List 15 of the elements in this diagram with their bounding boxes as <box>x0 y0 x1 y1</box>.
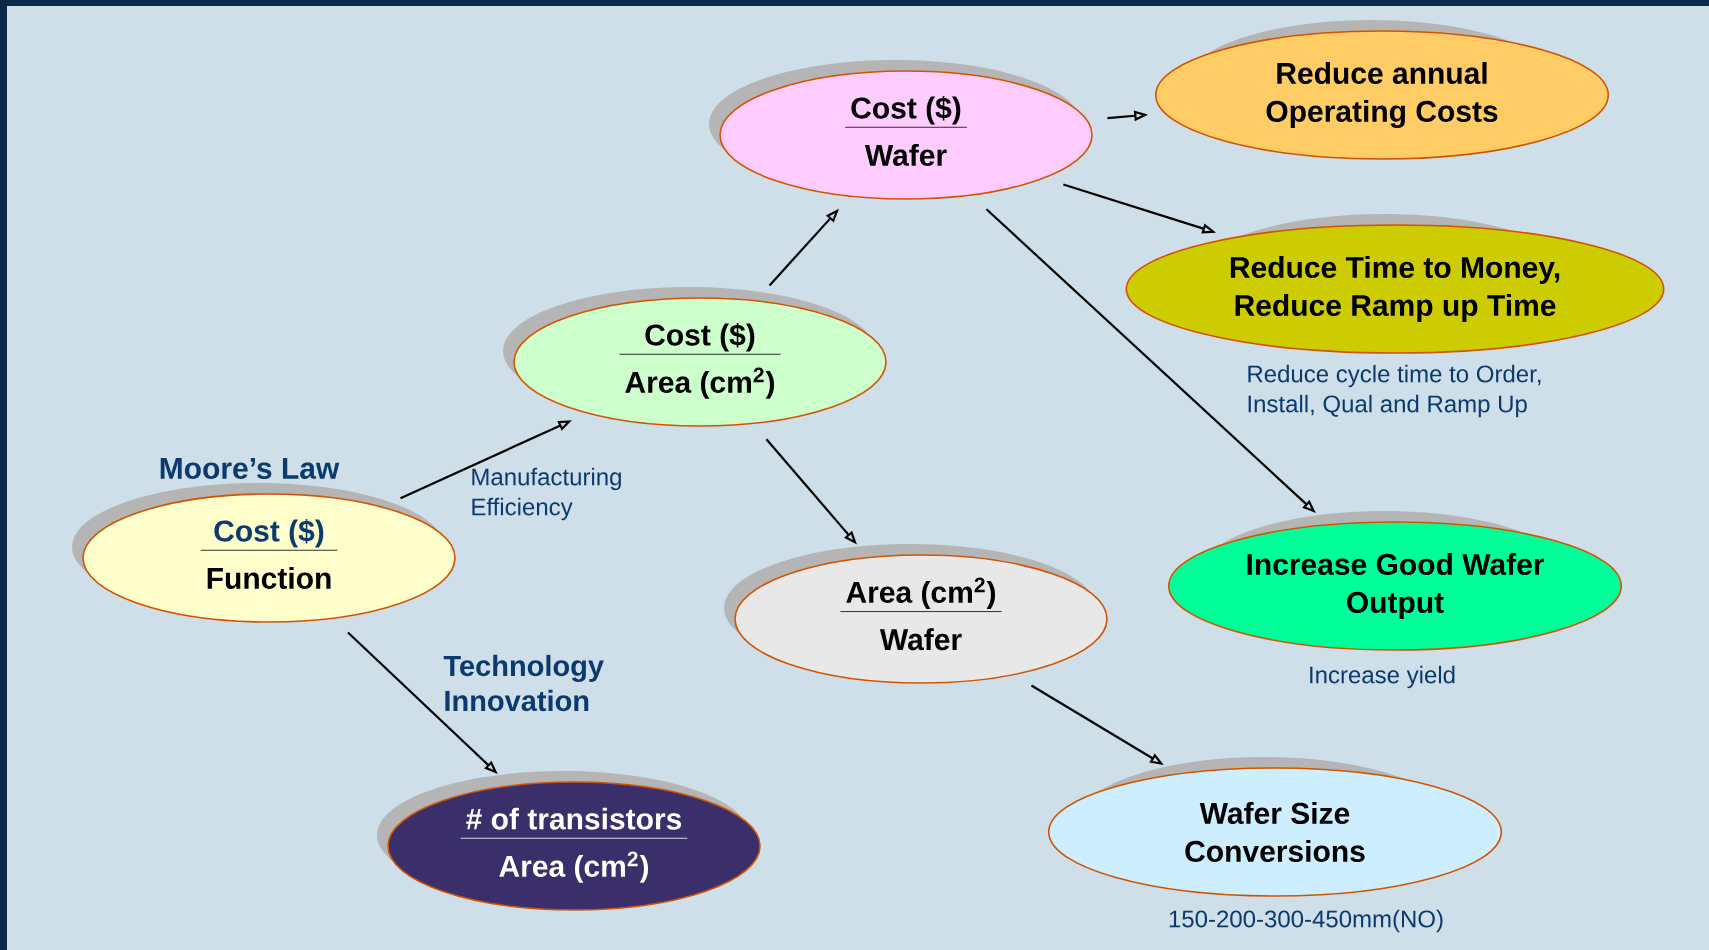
ellipse-node: Reduce annual Operating Costs <box>1154 20 1610 160</box>
edge-label: Technology Innovation <box>443 654 604 712</box>
ellipse-node: Cost ($) Wafer <box>709 60 1093 200</box>
caption-text: 150-200-300-450mm(NO) <box>1169 909 1443 933</box>
ellipse-node: Area (cm$^{2}$) Wafer <box>724 544 1108 684</box>
ellipse-node: Cost ($) Function <box>72 483 456 623</box>
ellipse-node: # of transistors Area (cm$^{2}$) <box>377 771 761 911</box>
caption-text: Increase yield <box>1310 665 1455 689</box>
ellipse-node: Increase Good Wafer Output <box>1167 511 1623 651</box>
ellipse-node: Reduce Time to Money, Reduce Ramp up Time <box>1125 214 1665 354</box>
edge-label: Manufacturing Efficiency <box>472 467 621 521</box>
caption-text: Reduce cycle time to Order, Install, Qual and Ramp Up <box>1248 364 1541 418</box>
ellipse-node: Cost ($) Area (cm$^{2}$) <box>503 287 887 427</box>
heading: Moore’s Law <box>160 458 340 479</box>
ellipse-node: Wafer Size Conversions <box>1047 757 1503 897</box>
